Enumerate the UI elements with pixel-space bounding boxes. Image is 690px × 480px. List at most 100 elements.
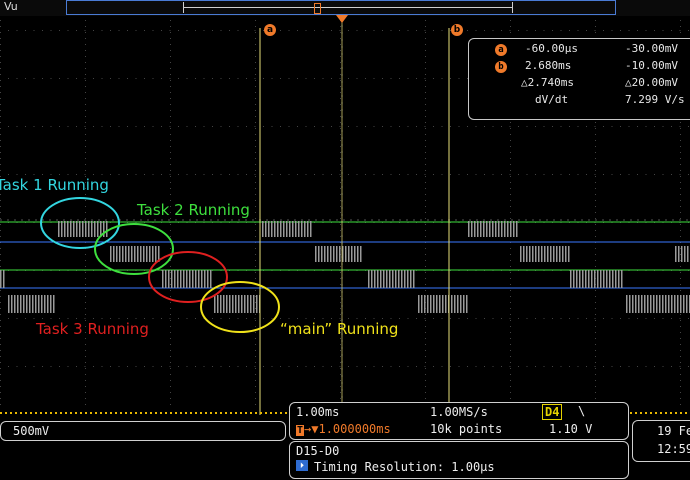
grid-dot bbox=[340, 188, 341, 189]
grid-dot bbox=[611, 318, 613, 319]
grid-dot bbox=[467, 126, 468, 127]
pulse-edge bbox=[357, 246, 359, 262]
grid-dot bbox=[356, 174, 358, 175]
grid-dot bbox=[611, 126, 613, 127]
grid-dot bbox=[424, 174, 426, 175]
grid-dot bbox=[255, 278, 256, 279]
pulse-edge bbox=[301, 221, 303, 237]
pulse-edge bbox=[0, 270, 2, 288]
grid-dot bbox=[263, 126, 264, 127]
grid-dot bbox=[510, 296, 511, 297]
grid-dot bbox=[85, 392, 86, 393]
grid-dot bbox=[569, 318, 570, 319]
grid-dot bbox=[510, 158, 511, 159]
grid-dot bbox=[340, 356, 341, 357]
grid-dot bbox=[255, 194, 256, 195]
grid-dot bbox=[297, 174, 298, 175]
grid-dot bbox=[373, 366, 375, 367]
grid-dot bbox=[425, 368, 426, 369]
sample-rate: 1.00MS/s bbox=[430, 405, 488, 419]
grid-dot bbox=[510, 320, 511, 321]
record-overview-bar[interactable] bbox=[66, 0, 616, 15]
grid-dot bbox=[510, 146, 511, 147]
grid-dot bbox=[170, 332, 171, 333]
grid-dot bbox=[85, 134, 86, 135]
grid-dot bbox=[680, 182, 681, 183]
grid-dot bbox=[135, 30, 137, 31]
grid-dot bbox=[458, 78, 460, 79]
grid-dot bbox=[85, 320, 86, 321]
grid-dot bbox=[510, 254, 511, 255]
cursor-b-badge[interactable]: b bbox=[451, 24, 463, 36]
pulse-edge bbox=[137, 246, 139, 262]
grid-dot bbox=[170, 20, 171, 21]
record-length: 10k points bbox=[430, 422, 503, 436]
grid-dot bbox=[340, 80, 341, 81]
timebase-trigger-panel[interactable]: 1.00ms 1.00MS/s D4 \ T→▼1.000000ms 10k p… bbox=[289, 402, 629, 440]
grid-dot bbox=[467, 366, 468, 367]
grid-dot bbox=[594, 30, 596, 31]
grid-dot bbox=[510, 344, 511, 345]
pulse-edge bbox=[442, 295, 444, 313]
pulse-edge bbox=[681, 246, 683, 262]
grid-dot bbox=[680, 326, 681, 327]
grid-dot bbox=[85, 380, 86, 381]
grid-dot bbox=[85, 92, 86, 93]
grid-dot bbox=[356, 366, 358, 367]
grid-dot bbox=[85, 26, 86, 27]
grid-dot bbox=[254, 126, 256, 127]
grid-dot bbox=[680, 332, 681, 333]
pulse-edge bbox=[507, 221, 509, 237]
grid-dot bbox=[85, 266, 86, 267]
pulse-edge bbox=[550, 246, 552, 262]
grid-dot bbox=[76, 78, 77, 79]
pulse-edge bbox=[480, 221, 482, 237]
grid-dot bbox=[340, 350, 341, 351]
grid-dot bbox=[356, 78, 358, 79]
grid-dot bbox=[348, 78, 349, 79]
channel-scale-box[interactable]: 500mV bbox=[0, 421, 286, 441]
grid-dot bbox=[255, 254, 256, 255]
grid-dot bbox=[595, 212, 596, 213]
pulse-edge bbox=[538, 246, 540, 262]
grid-dot bbox=[603, 30, 604, 31]
grid-dot bbox=[595, 158, 596, 159]
pulse-edge bbox=[149, 246, 151, 262]
cursor-a-badge[interactable]: a bbox=[264, 24, 276, 36]
grid-dot bbox=[407, 366, 409, 367]
grid-dot bbox=[425, 326, 426, 327]
grid-dot bbox=[595, 206, 596, 207]
grid-dot bbox=[416, 318, 417, 319]
bus-panel[interactable]: D15-D0 ⏵ Timing Resolution: 1.00µs bbox=[289, 441, 629, 479]
grid-dot bbox=[679, 174, 681, 175]
overview-position-indicator[interactable] bbox=[314, 3, 321, 14]
grid-dot bbox=[0, 56, 1, 57]
pulse-edge bbox=[576, 270, 578, 288]
grid-dot bbox=[450, 126, 451, 127]
grid-dot bbox=[144, 126, 145, 127]
pulse-edge bbox=[210, 270, 212, 288]
grid-dot bbox=[170, 56, 171, 57]
grid-dot bbox=[0, 386, 1, 387]
grid-dot bbox=[595, 254, 596, 255]
pulse-edge bbox=[489, 221, 491, 237]
pulse-edge bbox=[632, 295, 634, 313]
grid-dot bbox=[467, 318, 468, 319]
grid-dot bbox=[220, 366, 222, 367]
grid-dot bbox=[680, 392, 681, 393]
grid-dot bbox=[595, 320, 596, 321]
grid-dot bbox=[510, 164, 511, 165]
grid-dot bbox=[212, 30, 213, 31]
grid-dot bbox=[169, 366, 171, 367]
pulse-edge bbox=[158, 246, 160, 262]
grid-dot bbox=[255, 224, 256, 225]
trigger-position-arrow[interactable] bbox=[336, 15, 348, 23]
grid-dot bbox=[425, 320, 426, 321]
pulse-edge bbox=[386, 270, 388, 288]
grid-dot bbox=[255, 44, 256, 45]
grid-dot bbox=[170, 368, 171, 369]
grid-dot bbox=[679, 126, 681, 127]
grid-dot bbox=[467, 30, 468, 31]
grid-dot bbox=[50, 30, 52, 31]
pulse-edge bbox=[277, 221, 279, 237]
